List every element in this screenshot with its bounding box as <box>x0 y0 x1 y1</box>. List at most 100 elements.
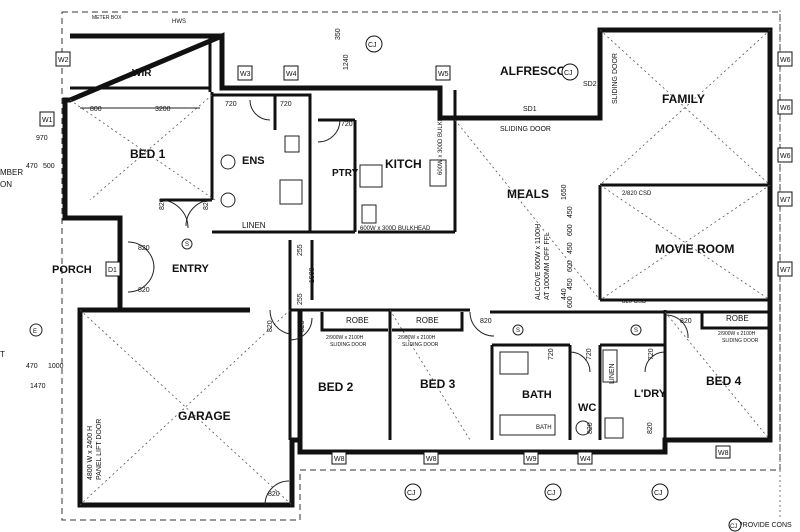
door-swings <box>127 99 689 506</box>
chamber-note-1: MBER <box>0 168 23 177</box>
room-label-linen: LINEN <box>242 221 266 230</box>
svg-text:CJ: CJ <box>407 490 416 497</box>
svg-text:500: 500 <box>43 163 55 170</box>
room-label-ptry: PTRY <box>332 168 359 179</box>
svg-text:3200: 3200 <box>155 106 171 113</box>
svg-text:450: 450 <box>567 278 574 290</box>
bath-tub-label: BATH <box>536 425 552 431</box>
kitchen-cooktop <box>359 164 383 188</box>
room-label-ens: ENS <box>242 155 265 167</box>
svg-text:W9: W9 <box>526 456 537 463</box>
smoke-detectors: S S S E <box>29 238 642 337</box>
svg-text:W7: W7 <box>780 267 791 274</box>
bath-shower <box>499 351 529 375</box>
alcove-note-2: AT 1000MM OFF FFL <box>544 232 551 300</box>
svg-text:470: 470 <box>26 163 38 170</box>
hws-note: HWS <box>172 19 186 25</box>
kitch-bulkhead-note: 600W x 300D BULKHEAD <box>360 226 431 232</box>
laundry-linen <box>602 349 618 383</box>
svg-text:440: 440 <box>561 288 568 300</box>
bulkhead-line <box>358 90 457 234</box>
room-label-wir: WIR <box>132 68 152 79</box>
svg-text:S: S <box>185 242 189 248</box>
svg-text:W6: W6 <box>780 153 791 160</box>
svg-text:720: 720 <box>341 121 353 128</box>
svg-text:W8: W8 <box>426 456 437 463</box>
room-label-porch: PORCH <box>52 264 92 276</box>
svg-text:450: 450 <box>567 242 574 254</box>
ens-vanity-basin-2 <box>220 192 236 208</box>
svg-text:CJ: CJ <box>368 42 377 49</box>
svg-text:E: E <box>33 329 37 335</box>
svg-text:350: 350 <box>335 28 342 40</box>
svg-text:W8: W8 <box>334 456 345 463</box>
svg-text:1240: 1240 <box>343 54 350 70</box>
eave-line <box>61 11 781 521</box>
svg-text:W3: W3 <box>240 71 251 78</box>
svg-text:1500: 1500 <box>309 267 316 283</box>
svg-text:820: 820 <box>299 320 306 332</box>
svg-text:CJ: CJ <box>730 524 737 530</box>
movie-csd-2820: 2/820 CSD <box>622 191 652 197</box>
svg-text:S: S <box>634 328 638 334</box>
bed-row-wall <box>288 308 770 440</box>
svg-text:W2: W2 <box>58 57 69 64</box>
ens-toilet <box>284 135 300 153</box>
svg-text:470: 470 <box>26 363 38 370</box>
t-note: T <box>0 350 5 359</box>
alfresco-sliding-door: SLIDING DOOR <box>500 126 551 133</box>
room-label-family: FAMILY <box>662 92 705 106</box>
robe-label-3: ROBE <box>726 314 749 323</box>
svg-text:W6: W6 <box>780 105 791 112</box>
room-label-bath: BATH <box>522 389 552 401</box>
svg-text:D1: D1 <box>108 267 117 274</box>
svg-text:255: 255 <box>297 293 304 305</box>
svg-text:W1: W1 <box>42 117 53 124</box>
svg-text:600: 600 <box>567 260 574 272</box>
svg-text:CJ: CJ <box>547 490 556 497</box>
svg-text:820: 820 <box>480 318 492 325</box>
robe-label-1: ROBE <box>346 316 369 325</box>
svg-text:1000: 1000 <box>48 363 64 370</box>
svg-text:S: S <box>516 328 520 334</box>
ens-shower <box>279 179 303 205</box>
family-sliding-door: SLIDING DOOR <box>612 53 619 104</box>
ptry-fridge <box>361 204 377 224</box>
svg-text:W8: W8 <box>718 450 729 457</box>
room-label-garage: GARAGE <box>178 409 231 423</box>
svg-text:820: 820 <box>159 198 166 210</box>
room-label-bed1: BED 1 <box>130 147 166 161</box>
movie-csd-820: 820 CSD <box>622 299 647 305</box>
robe-walls <box>320 312 770 332</box>
svg-text:1470: 1470 <box>30 383 46 390</box>
svg-text:720: 720 <box>548 348 555 360</box>
room-label-kitch: KITCH <box>385 157 422 171</box>
kitch-walls <box>310 118 357 234</box>
svg-text:600: 600 <box>567 224 574 236</box>
robe-sd-3b: SLIDING DOOR <box>722 338 759 344</box>
svg-text:W5: W5 <box>438 71 449 78</box>
svg-text:W4: W4 <box>286 71 297 78</box>
room-label-movie: MOVIE ROOM <box>655 242 734 256</box>
svg-text:820: 820 <box>680 318 692 325</box>
meter-box-note: METER BOX <box>92 15 122 21</box>
svg-text:820: 820 <box>647 422 654 434</box>
svg-text:450: 450 <box>567 206 574 218</box>
svg-text:720: 720 <box>586 348 593 360</box>
svg-text:1650: 1650 <box>561 184 568 200</box>
room-label-bed4: BED 4 <box>706 374 742 388</box>
hip-lines <box>69 29 771 506</box>
svg-text:W7: W7 <box>780 197 791 204</box>
svg-text:SD1: SD1 <box>523 106 537 113</box>
svg-text:820: 820 <box>268 491 280 498</box>
svg-text:CJ: CJ <box>564 70 573 77</box>
wc-toilet <box>575 420 591 436</box>
laundry-tub <box>604 417 624 439</box>
bed1-walls <box>65 36 214 220</box>
provide-note: PROVIDE CONS <box>738 522 792 529</box>
svg-text:255: 255 <box>297 244 304 256</box>
robe-sd-1b: SLIDING DOOR <box>330 342 367 348</box>
ens-walls <box>212 93 312 234</box>
svg-text:820: 820 <box>203 198 210 210</box>
